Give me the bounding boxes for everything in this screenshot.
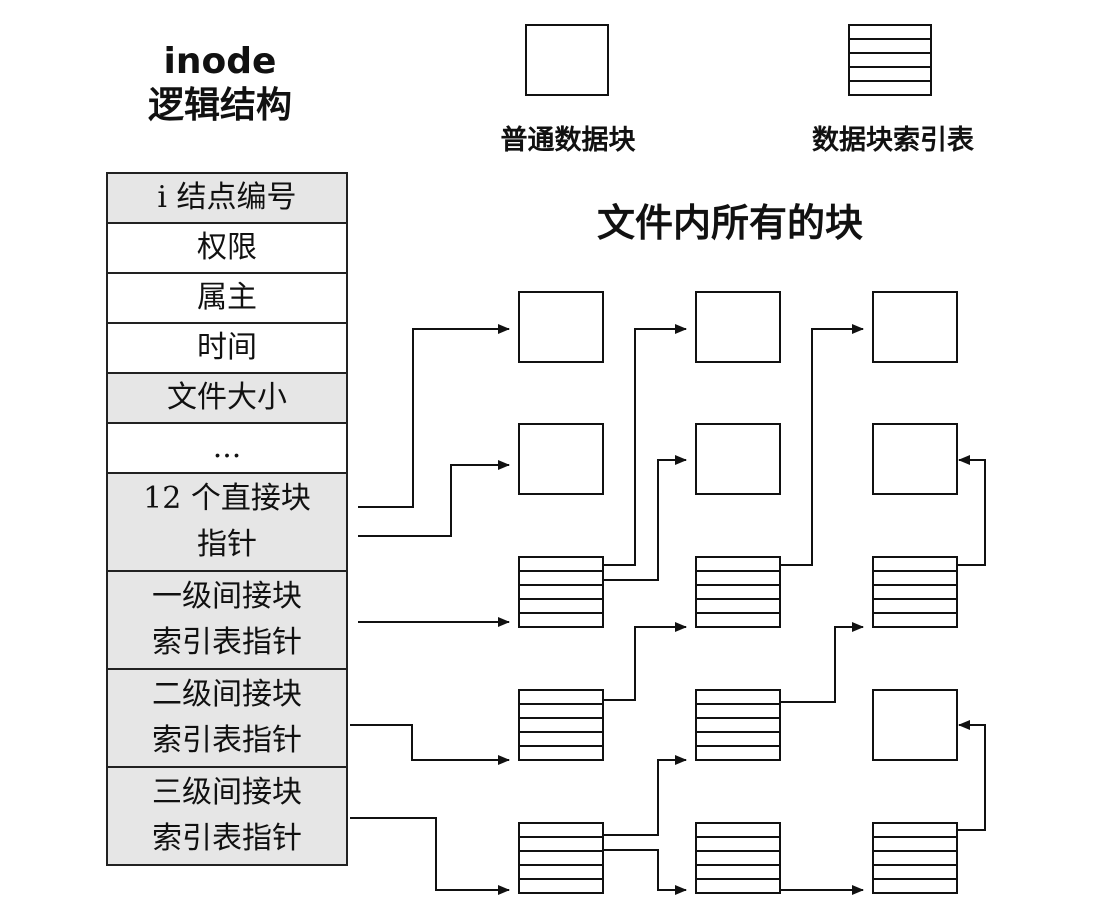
inode-title-line2: 逻辑结构 bbox=[147, 85, 292, 126]
data-block bbox=[518, 291, 604, 363]
index-table-block bbox=[695, 822, 781, 894]
data-block bbox=[695, 423, 781, 495]
pointer-arrow bbox=[780, 324, 864, 566]
inode-row-time: 时间 bbox=[108, 324, 346, 374]
data-block-rect bbox=[695, 291, 781, 363]
index-table-block bbox=[872, 822, 958, 894]
data-block-rect bbox=[872, 689, 958, 761]
index-table-rect bbox=[518, 556, 604, 628]
data-block bbox=[695, 291, 781, 363]
index-table-block bbox=[518, 556, 604, 628]
legend-data-block-label: 普通数据块 bbox=[500, 125, 636, 156]
index-table-rect bbox=[518, 822, 604, 894]
inode-row-permission: 权限 bbox=[108, 224, 346, 274]
index-table-block bbox=[518, 822, 604, 894]
blocks-title: 文件内所有的块 bbox=[596, 201, 863, 245]
pointer-arrow bbox=[603, 324, 687, 566]
data-block-rect bbox=[695, 423, 781, 495]
inode-row-single-indirect: 一级间接块 索引表指针 bbox=[108, 572, 346, 670]
inode-row-direct-pointers: 12 个直接块 指针 bbox=[108, 474, 346, 572]
index-table-rect bbox=[695, 689, 781, 761]
index-table-block bbox=[518, 689, 604, 761]
index-table-block bbox=[872, 556, 958, 628]
blocks-group bbox=[518, 291, 958, 894]
pointer-arrow bbox=[350, 724, 510, 765]
legend-index-table-label: 数据块索引表 bbox=[812, 125, 974, 156]
data-block-rect bbox=[518, 291, 604, 363]
inode-row-double-indirect: 二级间接块 索引表指针 bbox=[108, 670, 346, 768]
index-table-rect bbox=[695, 822, 781, 894]
pointer-arrow bbox=[603, 755, 687, 836]
data-block bbox=[518, 423, 604, 495]
pointer-arrow bbox=[603, 849, 687, 895]
inode-row-owner: 属主 bbox=[108, 274, 346, 324]
index-table-rect bbox=[872, 822, 958, 894]
inode-row-ellipsis: ... bbox=[108, 424, 346, 474]
data-block bbox=[872, 689, 958, 761]
pointer-arrow bbox=[350, 817, 510, 895]
inode-title-line1: inode bbox=[163, 41, 277, 82]
index-table-rect bbox=[518, 689, 604, 761]
data-block-rect bbox=[872, 291, 958, 363]
inode-row-triple-indirect: 三级间接块 索引表指针 bbox=[108, 768, 346, 864]
arrows-group bbox=[350, 324, 986, 895]
legend-index-table-icon bbox=[848, 24, 932, 96]
pointer-arrow bbox=[957, 455, 986, 566]
index-table-block bbox=[695, 689, 781, 761]
index-table-rect bbox=[872, 556, 958, 628]
inode-table: i 结点编号 权限 属主 时间 文件大小 ... 12 个直接块 指针 一级间接… bbox=[106, 172, 348, 866]
pointer-arrow bbox=[603, 455, 687, 581]
index-table-rect bbox=[695, 556, 781, 628]
pointer-arrow bbox=[603, 622, 687, 701]
inode-row-number: i 结点编号 bbox=[108, 174, 346, 224]
legend-data-block-icon bbox=[525, 24, 609, 96]
inode-row-size: 文件大小 bbox=[108, 374, 346, 424]
data-block bbox=[872, 423, 958, 495]
data-block-rect bbox=[518, 423, 604, 495]
pointer-arrow bbox=[358, 460, 510, 537]
pointer-arrow bbox=[780, 622, 864, 703]
pointer-arrow bbox=[358, 324, 510, 508]
index-table-block bbox=[695, 556, 781, 628]
pointer-arrow bbox=[957, 720, 986, 831]
inode-title: inode 逻辑结构 bbox=[100, 40, 340, 128]
data-block-rect bbox=[872, 423, 958, 495]
data-block bbox=[872, 291, 958, 363]
